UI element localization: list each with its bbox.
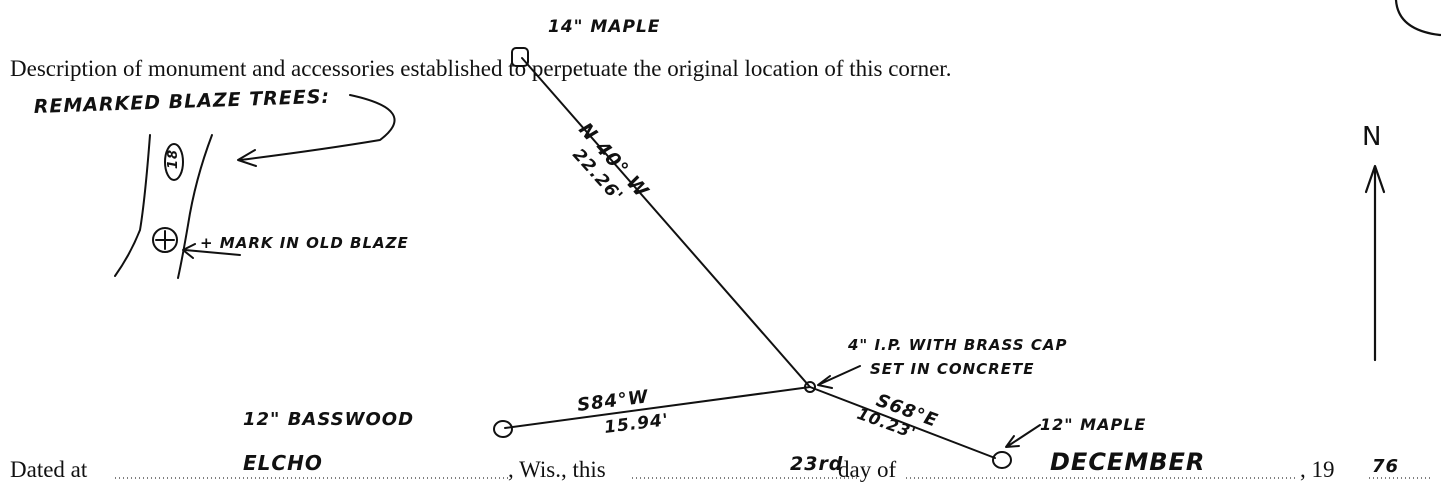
maple-north-label: 14" MAPLE [548, 17, 660, 37]
blaze-oval [164, 143, 184, 181]
basswood-symbol [493, 420, 513, 438]
year-prefix-label: , 19 [1300, 457, 1335, 482]
old-blaze-mark-circle [152, 227, 178, 253]
monument-note-line1: 4" I.P. WITH BRASS CAP [847, 336, 1067, 354]
seal-circle-edge [1394, 0, 1441, 37]
monument-note-line2: SET IN CONCRETE [870, 360, 1034, 378]
place-value: ELCHO [243, 451, 323, 475]
basswood-bearing: S84°W [576, 386, 650, 416]
description-line: Description of monument and accessories … [10, 56, 951, 81]
north-label: N [1362, 122, 1381, 152]
year-suffix-value: 76 [1372, 456, 1399, 477]
dated-at-label: Dated at [10, 457, 88, 482]
day-of-label: day of [838, 457, 896, 482]
maple-southeast-symbol [992, 451, 1012, 469]
mark-arrow [182, 243, 241, 259]
mark-old-blaze-note: + MARK IN OLD BLAZE [200, 234, 409, 252]
basswood-label: 12" BASSWOOD [243, 409, 414, 430]
tie-line-maple-north [521, 57, 811, 388]
remarked-blaze-note: REMARKED BLAZE TREES: [33, 86, 330, 118]
blaze-number: 18 [166, 149, 181, 169]
monument-arrow [817, 365, 861, 389]
wis-this-label: , Wis., this [508, 457, 606, 482]
tie-line-maple-southeast [809, 386, 996, 459]
day-value: 23rd [790, 453, 843, 475]
old-blaze-mark-plus [155, 230, 175, 250]
monument-point [804, 381, 816, 393]
tie-line-basswood [504, 386, 811, 429]
remark-curve-arrow [239, 94, 396, 161]
tree-trunk-left [114, 134, 151, 277]
north-arrow-head [1364, 164, 1386, 194]
maple-southeast-arrow [1005, 424, 1041, 448]
remark-arrowhead [237, 149, 257, 167]
month-value: DECEMBER [1050, 448, 1205, 476]
maple-southeast-label: 12" MAPLE [1040, 415, 1146, 434]
tree-trunk-right [177, 134, 213, 279]
maple-north-symbol [511, 47, 529, 67]
